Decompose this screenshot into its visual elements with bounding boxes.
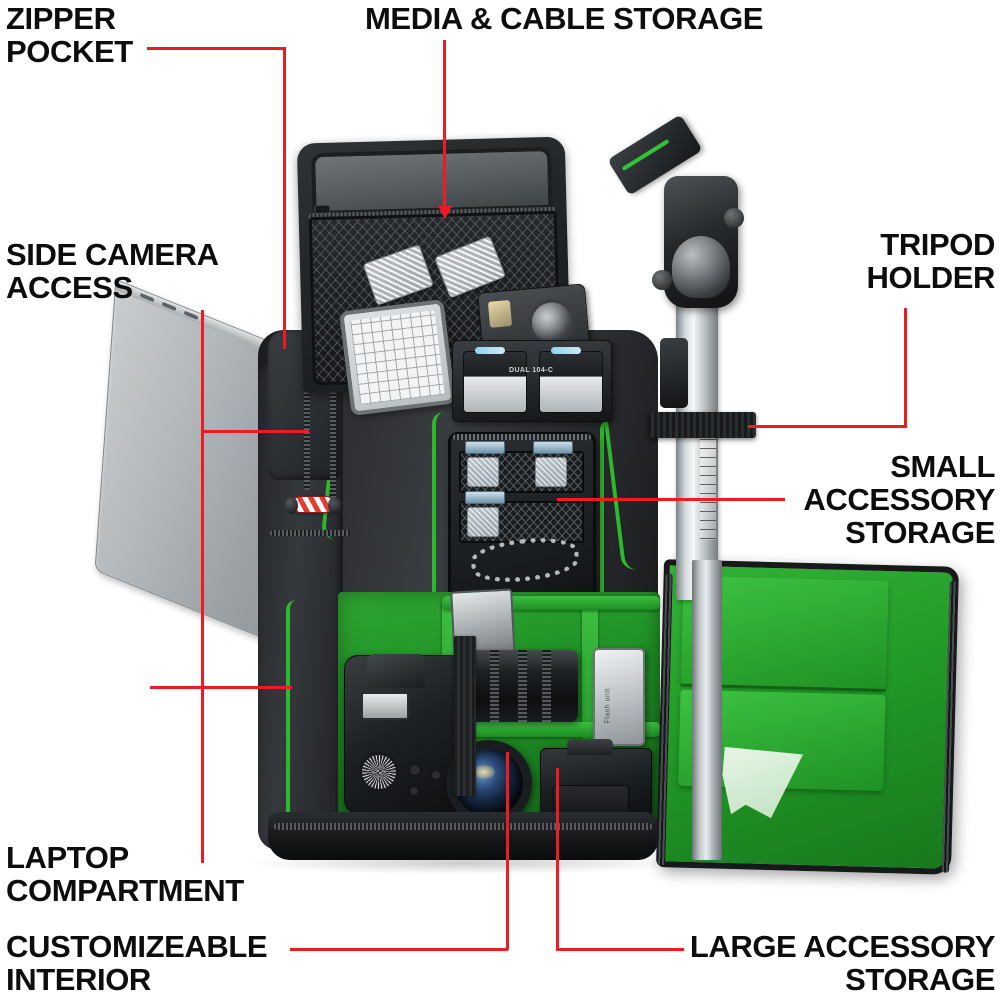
flap-zipper-right [941,580,957,873]
leader-line-zipper-pocket [147,47,286,50]
callout-label-media-cable-storage: MEDIA & CABLE STORAGE [365,1,764,36]
tripod-lock-knob [652,270,672,290]
tripod-lock-knob [724,208,744,228]
backpack-base [268,812,658,860]
callout-label-laptop-compartment: LAPTOP COMPARTMENT [6,840,244,908]
tripod-leg-clamp [660,338,688,408]
led-grid [350,310,445,405]
callout-label-customizeable-interior: CUSTOMIZEABLE INTERIOR [6,929,268,997]
led-light-panel [338,298,457,417]
pouch-zipper-top [453,434,591,440]
tripod-scale-marks [700,430,716,540]
tripod-leg-lower [692,560,722,860]
side-zipper [330,336,336,506]
tripod-scale [700,430,716,540]
dslr-button [409,786,419,796]
memory-card-small [467,457,499,487]
tripod-ball-head [672,236,730,298]
memory-card-small [465,441,505,454]
charger-brand-label: DUAL 104-C [509,367,554,374]
equipment-strap [454,636,476,796]
dslr-camera-body [344,654,462,815]
ground-shadow [250,852,680,874]
callout-label-small-accessory-storage: SMALL ACCESSORY STORAGE [803,449,995,550]
leader-line-side-camera-access [201,430,309,433]
callout-label-large-accessory-storage: LARGE ACCESSORY STORAGE [689,929,996,997]
leader-line-laptop-compartment [150,686,292,689]
green-piping [600,418,624,618]
leader-line-side-camera-access [201,310,204,863]
flap-window-panel [311,146,553,216]
zipper-pull-cap [285,497,298,514]
dslr-popup-flash [361,692,409,720]
charger-indicator [475,347,505,354]
side-zipper [304,340,310,490]
green-piping [432,412,456,622]
lens-zoom-ring [518,650,527,722]
side-zipper-lower [270,530,350,536]
flap-zipper-pull [314,204,331,215]
lens-zoom-ring [542,650,551,722]
charger-bay [463,351,527,413]
leader-line-large-accessory-storage [556,768,559,950]
tripod-holder-strap [648,412,756,438]
zipper-pull-cap [328,497,341,514]
memory-card-small [467,507,499,537]
callout-label-tripod-holder: TRIPOD HOLDER [866,227,996,295]
leader-line-media-cable-storage [443,40,446,212]
callout-label-side-camera-access: SIDE CAMERA ACCESS [6,237,219,305]
leader-line-customizeable-interior [290,948,508,951]
tripod-plate-accent [621,138,670,172]
compact-camera-flash [487,300,513,328]
speedlight-label: Flash unit [604,688,612,724]
memory-card-small [535,457,567,487]
zipper-pull-accessory [285,496,341,514]
leader-line-tripod-holder [904,308,907,428]
charger-indicator [551,347,581,354]
memory-card-small [465,491,505,504]
leader-line-customizeable-interior [506,752,509,950]
green-piping [286,600,306,840]
leader-arrowhead-media-cable-storage [438,206,452,219]
lens-focus-ring [490,650,499,722]
dslr-mode-dial [359,752,399,792]
leader-line-zipper-pocket [283,47,286,349]
base-zipper [274,823,652,830]
flap-zipper-left [658,573,673,866]
callout-label-zipper-pocket: ZIPPER POCKET [6,1,133,69]
lens-glint [472,765,495,780]
camera-prism-hump [567,739,613,755]
leader-line-tripod-holder [748,425,907,428]
dslr-button [431,770,441,780]
leader-line-small-accessory-storage [557,498,785,501]
dslr-button [409,764,421,776]
leader-line-large-accessory-storage [556,948,684,951]
dslr-prism [367,654,425,688]
charger-bay [539,351,603,413]
dual-battery-charger: DUAL 104-C [452,340,612,422]
small-accessory-pouch [448,432,596,612]
memory-card-small [533,441,573,454]
speedlight-flash: Flash unit [593,648,645,746]
camera-lens-side [456,650,578,722]
